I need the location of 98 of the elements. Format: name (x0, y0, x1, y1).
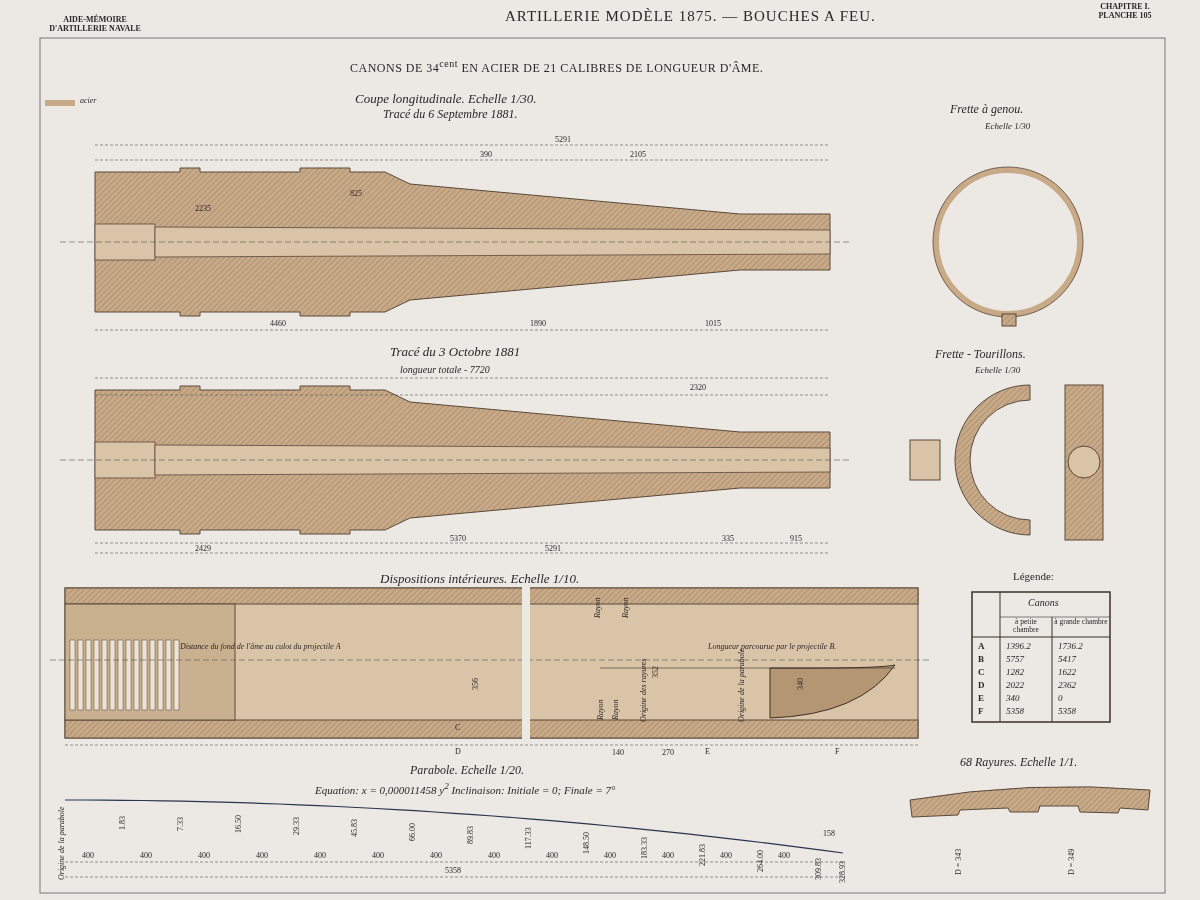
dimension-label: 400 (778, 852, 790, 861)
dimension-label: 400 (198, 852, 210, 861)
table-cell: 5757 (1006, 655, 1024, 665)
reference-letter: F (835, 748, 840, 757)
table-cell: 1622 (1058, 668, 1076, 678)
note: Equation: x = 0,000011458 y$^{2}$ Inclinaison: Initiale = 0; Finale = 7° (315, 781, 616, 796)
subtitle: CANONS DE 34$^{cent}$ EN ACIER DE 21 CALIBRES DE LONGUEUR D'ÂME. (350, 58, 764, 76)
dimension-label: 5291 (555, 136, 571, 145)
dimension-label: 5291 (545, 545, 561, 554)
dimension-label: 270 (662, 749, 674, 758)
legend-label: acier (80, 97, 97, 106)
table-cell: C (978, 668, 985, 678)
dimension-label: 117.33 (525, 827, 534, 849)
header-note: CHAPITRE I. PLANCHE 105 (1097, 3, 1153, 21)
dimension-label: 400 (256, 852, 268, 861)
note: longueur totale - 7720 (400, 364, 490, 375)
table-cell: 5358 (1058, 707, 1076, 717)
dimension-label: 2105 (630, 151, 646, 160)
table-cell: 1396.2 (1006, 642, 1031, 652)
scale-label: Echelle 1/30 (985, 122, 1031, 132)
dimension-label: 66.00 (409, 822, 418, 841)
dimension-label: 400 (430, 852, 442, 861)
page-title: ARTILLERIE MODÈLE 1875. — BOUCHES A FEU. (505, 8, 876, 25)
dimension-label: 1890 (530, 320, 546, 329)
section-title: Frette - Tourillons. (935, 348, 1026, 362)
table-cell: 5417 (1058, 655, 1076, 665)
dimension-label: 5358 (445, 867, 461, 876)
table-cell: A (978, 642, 985, 652)
dimension-label: 340 (797, 678, 806, 690)
table-cell: 1282 (1006, 668, 1024, 678)
note: Origine des rayures (640, 658, 649, 722)
dimension-label: 158 (823, 830, 835, 839)
dimension-label: 309.83 (815, 857, 824, 880)
dimension-label: 400 (314, 852, 326, 861)
dimension-label: 400 (82, 852, 94, 861)
dimension-label: 825 (350, 190, 362, 199)
dimension-label: 7.33 (177, 817, 186, 832)
dimension-label: 264.00 (757, 850, 766, 873)
note: Distance du fond de l'âme au culot du projectile A (180, 643, 341, 652)
dimension-label: 140 (612, 749, 624, 758)
table-cell: 5358 (1006, 707, 1024, 717)
dimension-label: D = 349 (1068, 848, 1077, 875)
reference-letter: E (705, 748, 710, 757)
section-title: Tracé du 3 Octobre 1881 (390, 345, 521, 360)
dimension-label: 328.93 (839, 861, 848, 883)
dimension-label: 1015 (705, 320, 721, 329)
dimension-label: 16.50 (235, 814, 244, 833)
dimension-label: 2320 (690, 384, 706, 393)
dimension-label: 148.50 (583, 831, 592, 854)
section-title: Tracé du 6 Septembre 1881. (383, 108, 518, 122)
table-cell: D (978, 681, 985, 691)
header-note: AIDE-MÉMOIRE D'ARTILLERIE NAVALE (48, 16, 142, 34)
dimension-label: 1.83 (119, 816, 128, 831)
dimension-label: 45.83 (351, 819, 360, 838)
dimension-label: 400 (546, 852, 558, 861)
dimension-label: 915 (790, 535, 802, 544)
table-cell: 2362 (1058, 681, 1076, 691)
scale-label: Echelle 1/30 (975, 366, 1021, 376)
dimension-label: 183.33 (641, 837, 650, 860)
dimension-label: 89.83 (467, 826, 476, 845)
section-title: Frette à genou. (950, 103, 1024, 117)
table-cell: 0 (1058, 694, 1063, 704)
table-cell: 340 (1006, 694, 1020, 704)
dimension-label: 400 (604, 852, 616, 861)
section-title: Dispositions intérieures. Echelle 1/10. (380, 572, 580, 587)
dimension-label: 356 (472, 678, 481, 690)
dimension-label: 2235 (195, 205, 211, 214)
dimension-label: 390 (480, 151, 492, 160)
dimension-label: Rayon (597, 699, 606, 720)
dimension-label: 2429 (195, 545, 211, 554)
dimension-label: 5370 (450, 535, 466, 544)
dimension-label: 400 (488, 852, 500, 861)
dimension-label: 221.83 (699, 843, 708, 866)
dimension-label: 400 (662, 852, 674, 861)
reference-letter: C (455, 724, 461, 733)
section-title: 68 Rayures. Echelle 1/1. (960, 756, 1078, 770)
table-cell: E (978, 694, 984, 704)
table-cell: F (978, 707, 984, 717)
section-title: Parabole. Echelle 1/20. (410, 764, 524, 778)
dimension-label: Rayon (622, 597, 631, 618)
dimension-label: 352 (652, 666, 661, 678)
dimension-label: Rayon (612, 699, 621, 720)
table-title: Légende: (1013, 570, 1054, 583)
reference-letter: D (455, 748, 461, 757)
note: Origine de la parabole (58, 806, 67, 880)
section-title: Coupe longitudinale. Echelle 1/30. (355, 92, 537, 107)
dimension-label: 29.33 (293, 816, 302, 835)
table-cell: Canons (1028, 597, 1059, 608)
table-cell: 1736.2 (1058, 642, 1083, 652)
dimension-label: 400 (372, 852, 384, 861)
dimension-label: 400 (720, 852, 732, 861)
dimension-label: 400 (140, 852, 152, 861)
dimension-label: Rayon (594, 597, 603, 618)
dimension-label: D = 343 (955, 848, 964, 875)
table-cell: B (978, 655, 984, 665)
dimension-label: 335 (722, 535, 734, 544)
dimension-label: 4460 (270, 320, 286, 329)
table-cell: 2022 (1006, 681, 1024, 691)
